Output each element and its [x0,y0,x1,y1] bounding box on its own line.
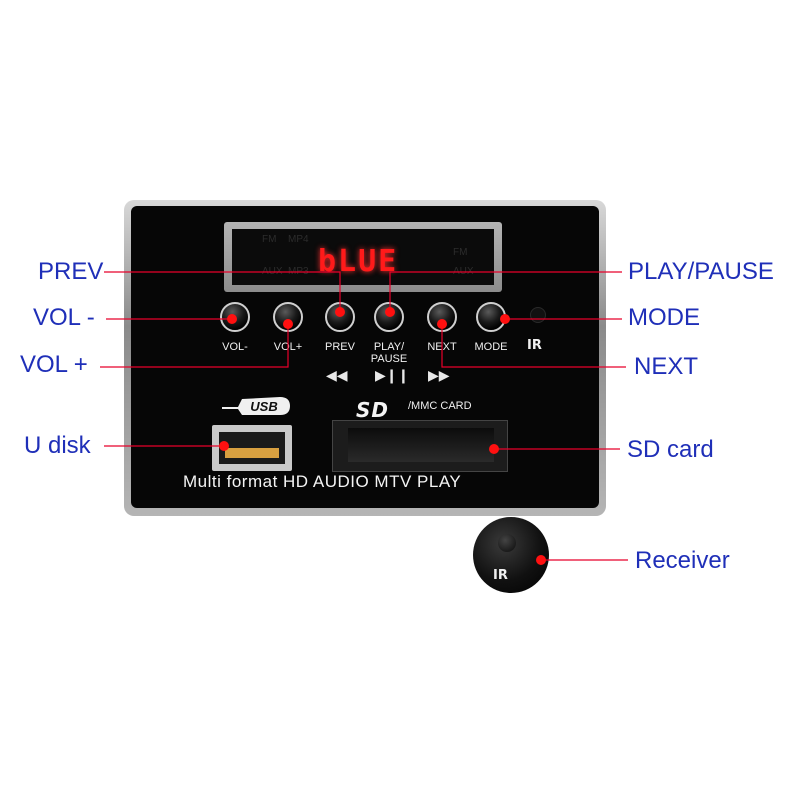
lcd-indicator: FM [262,234,277,245]
callout-u-disk: U disk [24,432,91,459]
prev-label: PREV [325,341,355,353]
lcd-indicator: AUX [262,266,283,277]
callout-play-pause: PLAY/PAUSE [628,258,774,285]
marker-dot [500,314,510,324]
usb-port-tongue [225,448,279,458]
marker-dot [227,314,237,324]
marker-dot [385,307,395,317]
vol-plus-label: VOL+ [273,341,303,353]
callout-vol-plus: VOL + [20,351,88,378]
lcd-indicator: FM [453,247,468,258]
callout-receiver: Receiver [635,547,730,574]
sd-slot-opening [348,428,494,462]
marker-dot [489,444,499,454]
marker-dot [437,319,447,329]
vol-minus-label: VOL- [222,341,248,353]
play-pause-label: PLAY/ PAUSE [370,341,408,365]
marker-dot [283,319,293,329]
ir-receiver [473,517,549,593]
marker-dot [335,307,345,317]
rewind-icon: ◀◀ [326,368,348,384]
ir-receiver-lens [498,534,516,552]
fast-forward-icon: ▶▶ [428,368,450,384]
panel-footer-text: Multi format HD AUDIO MTV PLAY [183,472,462,491]
marker-dot [536,555,546,565]
sd-logo: SD [356,398,390,422]
receiver-ir-label: IR [493,568,508,583]
lcd-indicator: MP3 [288,266,309,277]
lcd-display-text: bLUE [318,244,399,279]
callout-vol-minus: VOL - [33,304,95,331]
usb-logo-icon: USB [222,397,290,415]
lcd-indicator: MP4 [288,234,309,245]
callout-prev: PREV [38,258,104,285]
usb-logo-text: USB [250,399,277,414]
marker-dot [219,441,229,451]
lcd-indicator: AUX [453,266,474,277]
callout-mode: MODE [628,304,700,331]
mmc-card-label: /MMC CARD [408,400,472,412]
mode-label: MODE [474,341,508,353]
callout-sd-card: SD card [627,436,714,463]
next-label: NEXT [427,341,457,353]
ir-label: IR [527,338,542,353]
play-pause-icon: ▶❙❙ [375,368,410,384]
callout-next: NEXT [634,353,699,380]
ir-sensor [530,307,546,323]
